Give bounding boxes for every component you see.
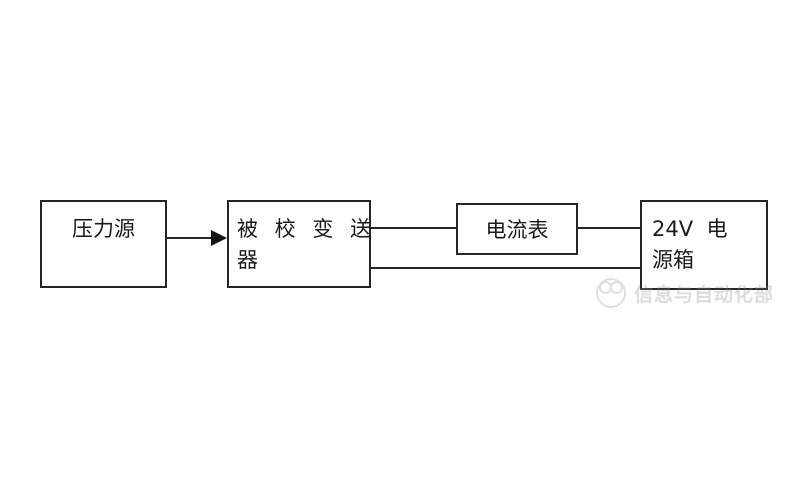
connector-ammeter-to-power-box — [578, 227, 640, 229]
pressure-source-label: 压力源 — [72, 217, 135, 241]
connector-transmitter-to-ammeter — [371, 227, 456, 229]
pressure-source-block: 压力源 — [40, 200, 167, 288]
arrowhead-icon — [211, 230, 227, 246]
power-supply-box-block: 24V 电 源箱 — [640, 200, 768, 290]
ammeter-label: 电流表 — [485, 218, 549, 242]
connector-transmitter-to-power-box — [371, 267, 640, 269]
transmitter-label: 被 校 变 送 器 — [237, 217, 377, 272]
ammeter-block: 电流表 — [456, 203, 578, 255]
transmitter-under-calibration-block: 被 校 变 送 器 — [227, 200, 371, 288]
power-supply-box-label: 24V 电 源箱 — [652, 217, 728, 272]
wechat-logo-icon — [596, 278, 626, 308]
connector-pressure-source-to-transmitter — [167, 237, 215, 239]
